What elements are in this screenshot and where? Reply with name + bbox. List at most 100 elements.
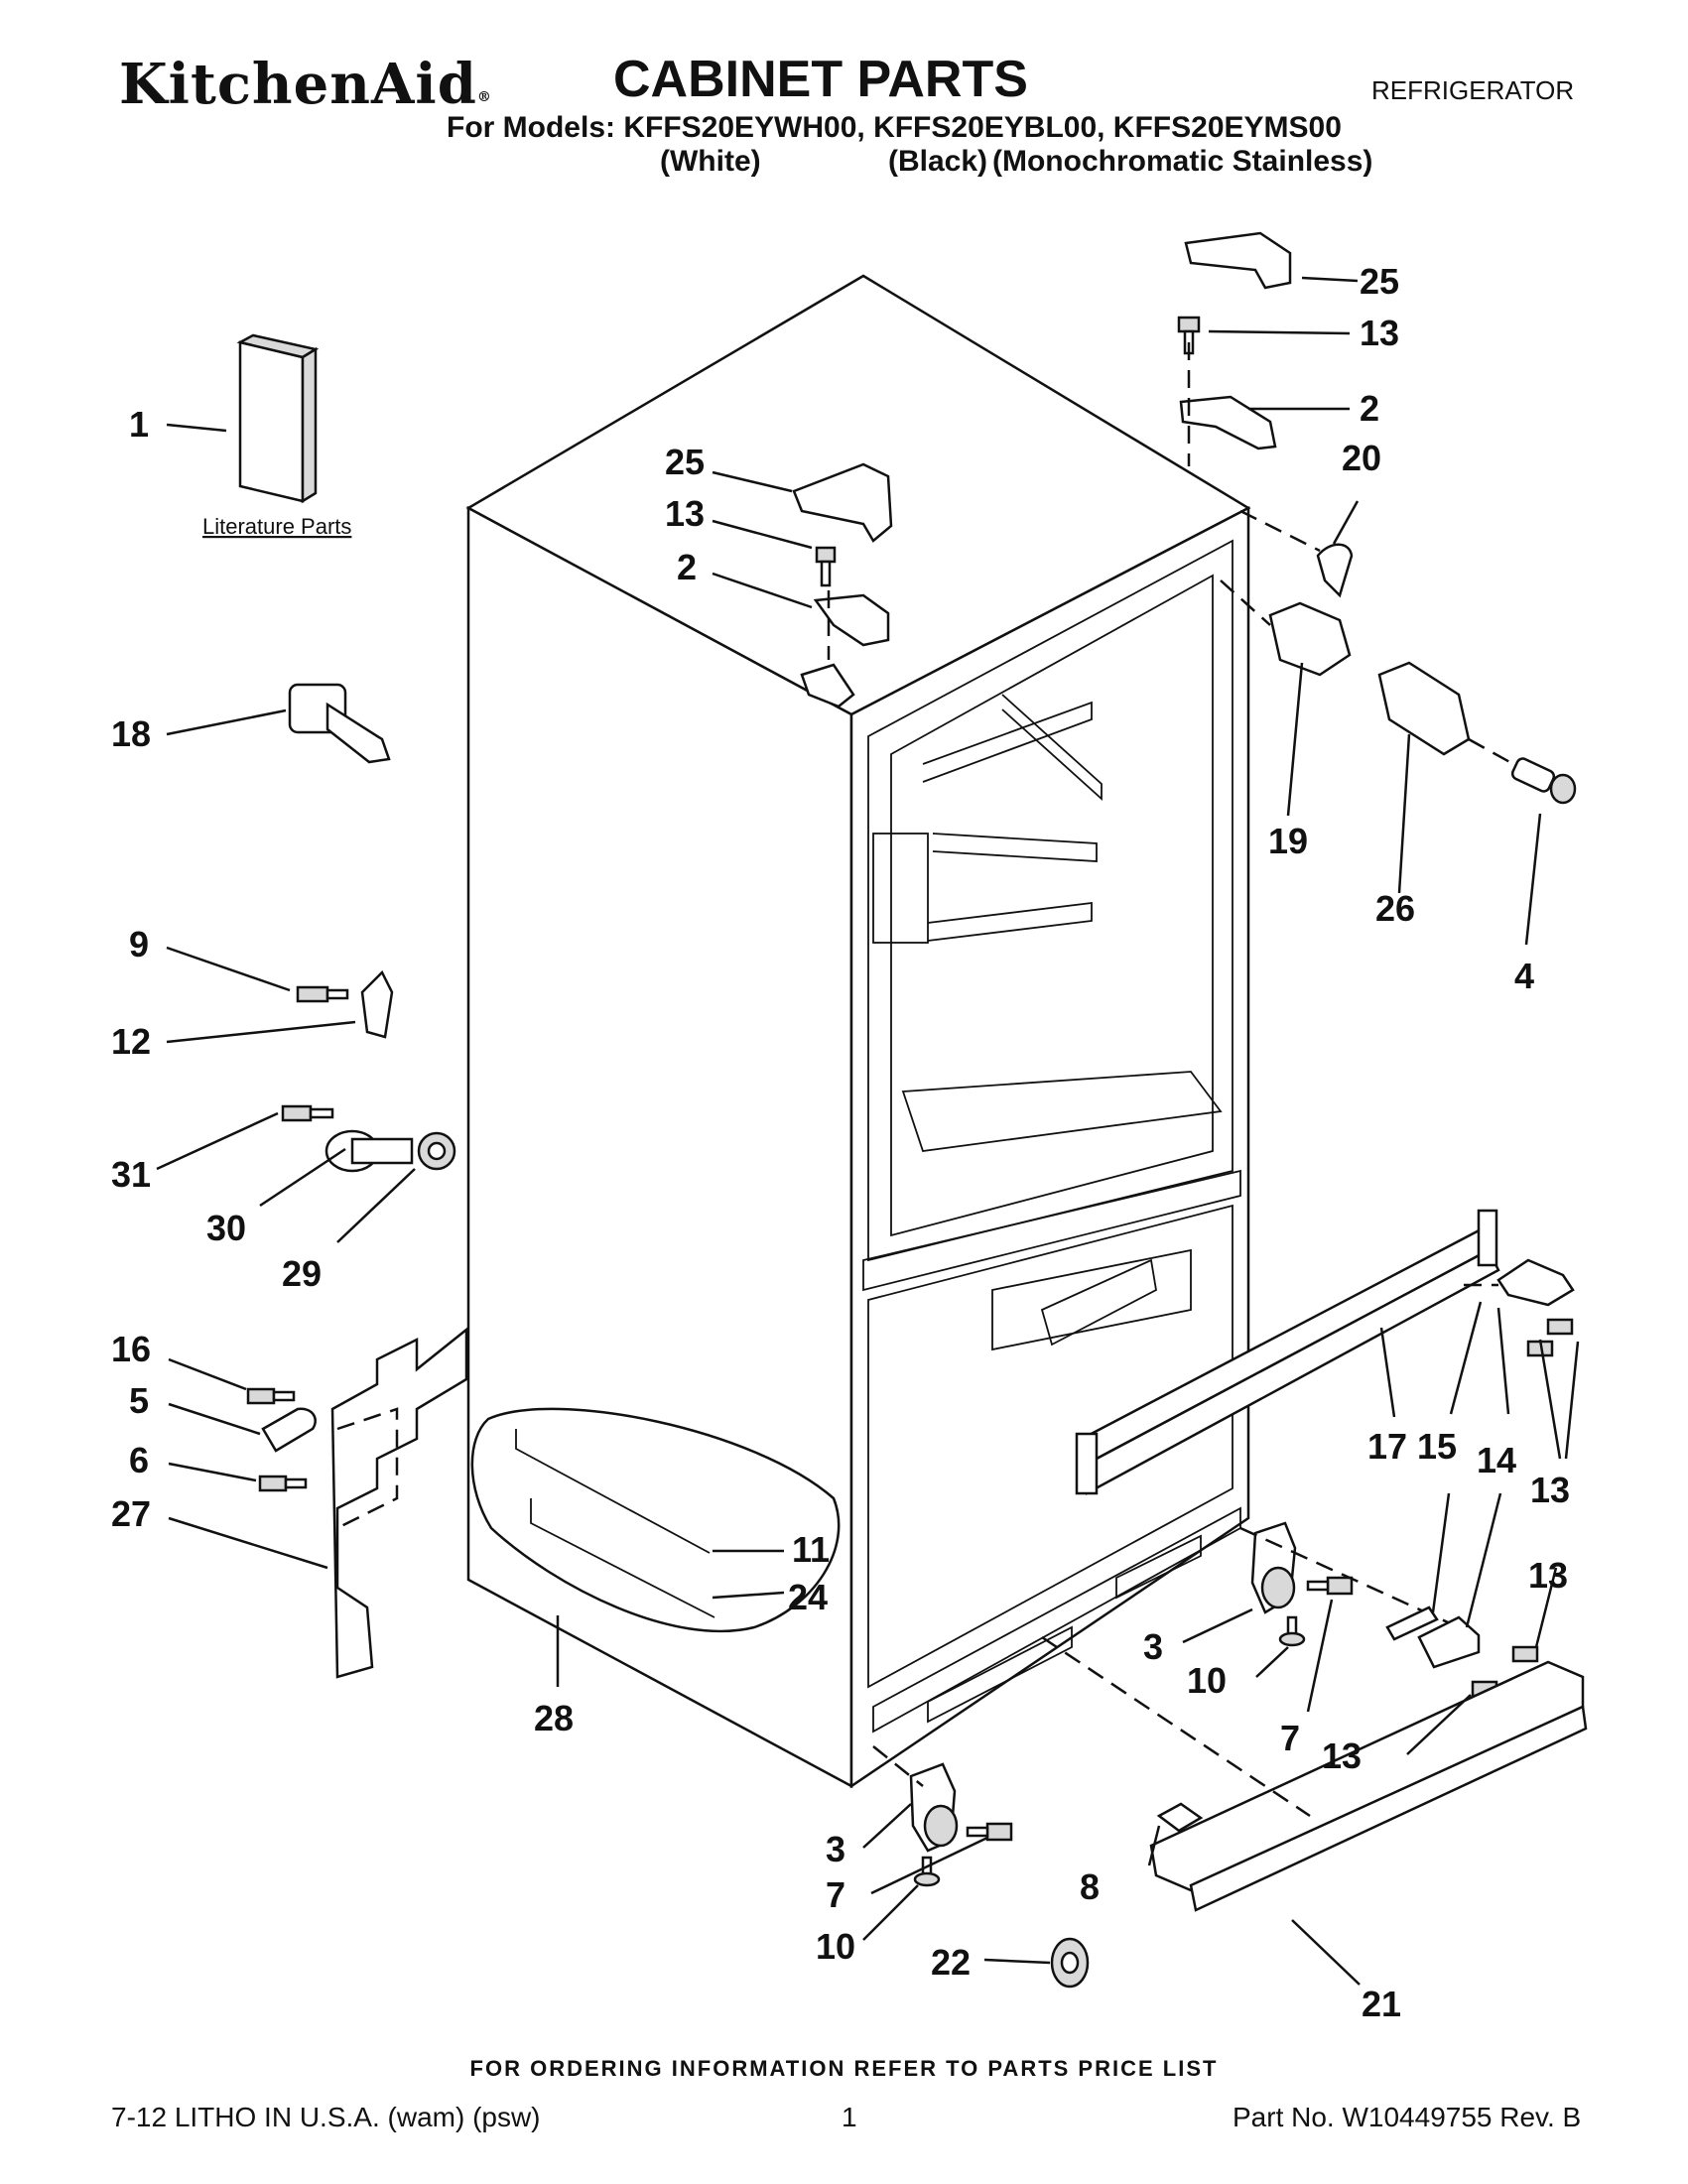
part-29-hole [427, 1141, 447, 1161]
part-9-head [296, 985, 329, 1003]
leader-17 [1379, 1327, 1396, 1418]
freezer-opening [867, 1204, 1234, 1689]
shelf-rail-top [1001, 694, 1103, 802]
part-12-body [360, 969, 394, 1039]
leader-7-left [870, 1836, 988, 1895]
literature-booklet-edge [301, 346, 318, 504]
leader-18 [166, 708, 287, 736]
freezer-rail [991, 1248, 1192, 1351]
part-18-pin [325, 702, 391, 764]
leader-8 [1147, 1825, 1161, 1866]
shelf-rail-upper [932, 833, 1098, 862]
part-4-bulb [1510, 757, 1577, 805]
fresh-food-opening [867, 539, 1234, 1262]
part-9-shank [325, 988, 349, 1000]
callout-25-left: 25 [665, 442, 705, 482]
callout-28: 28 [534, 1698, 574, 1738]
variant-white: (White) [660, 145, 761, 178]
side-cutaway [470, 1407, 841, 1633]
leader-3-left [862, 1803, 912, 1849]
part-13-screw-bracket [1511, 1645, 1539, 1663]
leader-14-lower [1465, 1492, 1502, 1628]
part-18-leveling-leg [288, 683, 391, 764]
part-5-body [261, 1407, 317, 1453]
callout-30: 30 [206, 1208, 246, 1248]
leader-30 [259, 1147, 346, 1208]
callout-25-right: 25 [1360, 261, 1399, 302]
part-17-rail-end [1075, 1432, 1099, 1495]
part-8-clip [1156, 1802, 1204, 1833]
part-15-plate-lower [1385, 1606, 1439, 1641]
part-22-wheel [1050, 1937, 1090, 1989]
callout-22: 22 [931, 1942, 971, 1983]
shelf-rail-middle [927, 901, 1093, 942]
print-info: 7-12 LITHO IN U.S.A. (wam) (psw) [111, 2102, 541, 2132]
part-9-screw [296, 985, 349, 1003]
callout-3-left: 3 [826, 1829, 845, 1869]
part-3-wheel-left [923, 1804, 959, 1848]
callout-13-right: 13 [1360, 313, 1399, 353]
callout-7-right: 7 [1280, 1718, 1300, 1758]
appliance-type: REFRIGERATOR [1371, 75, 1575, 105]
part-16-shank [272, 1390, 296, 1402]
leader-9 [166, 946, 291, 992]
leader-25-left [712, 470, 793, 493]
leader-13-right [1208, 329, 1351, 335]
part-number: Part No. W10449755 Rev. B [1233, 2102, 1582, 2132]
callout-27: 27 [111, 1493, 151, 1534]
leader-19 [1286, 662, 1304, 817]
callout-20: 20 [1342, 438, 1381, 478]
part-2-hinge-right [1179, 395, 1277, 450]
part-31-head [281, 1104, 313, 1122]
part-31-screw [281, 1104, 334, 1122]
callout-2-left: 2 [677, 547, 697, 587]
leader-10-right [1255, 1646, 1289, 1678]
callout-24: 24 [788, 1577, 828, 1617]
literature-booklet [238, 340, 305, 503]
drain-tube-lower [530, 1498, 715, 1618]
callout-31: 31 [111, 1154, 151, 1195]
leader-6 [168, 1462, 257, 1482]
callout-10-right: 10 [1187, 1660, 1227, 1701]
part-19-control-housing [1268, 601, 1352, 677]
part-21-grille-face [1189, 1705, 1588, 1912]
leader-25-right [1301, 276, 1359, 283]
leader-3-right [1182, 1607, 1253, 1644]
leader-lines [156, 276, 1580, 1986]
shelf-rail-right [922, 701, 1093, 783]
callout-11: 11 [792, 1529, 830, 1570]
callout-10-left: 10 [816, 1926, 855, 1967]
leader-21 [1291, 1919, 1361, 1986]
callout-9: 9 [129, 924, 149, 964]
leader-13-bracket [1534, 1567, 1558, 1648]
part-2-hinge-left [813, 593, 890, 647]
part-7-head [1326, 1576, 1354, 1596]
part-13-head [815, 546, 837, 564]
hinge-left-mount [800, 663, 855, 708]
registered-mark: ® [476, 89, 492, 105]
part-13-head [1177, 316, 1201, 333]
part-6-head [258, 1475, 288, 1492]
drain-tube-upper [515, 1429, 711, 1554]
page-title: CABINET PARTS [613, 51, 1028, 108]
part-20-dash [1239, 509, 1321, 553]
part-6-screw [258, 1475, 308, 1492]
part-16-head [246, 1387, 276, 1405]
part-3-wheel-right [1260, 1566, 1296, 1609]
leader-13-rail-a [1538, 1339, 1562, 1460]
callout-13-lower: 13 [1322, 1735, 1362, 1776]
leader-14-upper [1496, 1307, 1510, 1415]
brand-name: KitchenAid [119, 52, 477, 117]
callout-4: 4 [1514, 956, 1534, 996]
variant-black: (Black) [888, 145, 988, 178]
variant-stainless: (Monochromatic Stainless) [992, 145, 1373, 178]
callout-13-left: 13 [665, 493, 705, 534]
leader-27 [168, 1516, 328, 1570]
page-number: 1 [842, 2102, 857, 2132]
callout-3-right: 3 [1143, 1626, 1163, 1667]
callout-17: 17 [1367, 1426, 1407, 1467]
leader-13-lower [1406, 1694, 1472, 1755]
roller-left-dash [872, 1745, 924, 1787]
part-12-bracket [360, 969, 394, 1039]
